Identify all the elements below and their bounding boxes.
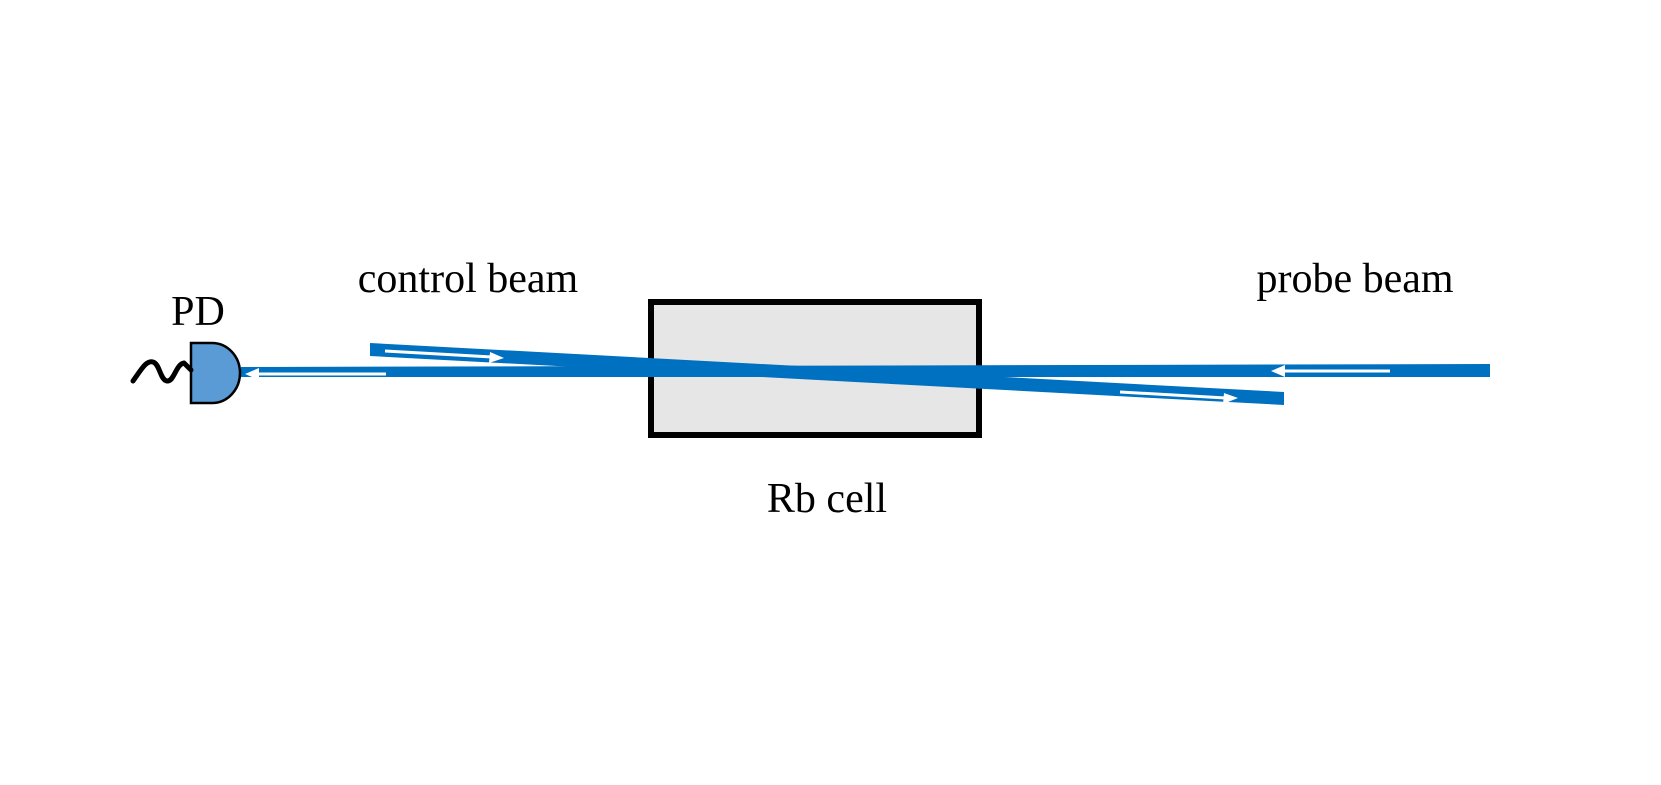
signal-wire-icon [130, 359, 194, 384]
control-beam-direction-arrow-icon [384, 349, 504, 363]
rb-cell-label: Rb cell [767, 476, 887, 522]
control-beam-label: control beam [358, 256, 579, 302]
control-beam-direction-arrow-icon [1119, 390, 1238, 404]
photodiode-icon [189, 341, 242, 405]
pd-label: PD [171, 289, 225, 335]
probe-beam-label: probe beam [1256, 256, 1453, 302]
control-beam [370, 343, 1284, 405]
probe-beam-direction-arrow-icon [1271, 365, 1390, 377]
probe-beam-direction-arrow-icon [245, 368, 386, 380]
